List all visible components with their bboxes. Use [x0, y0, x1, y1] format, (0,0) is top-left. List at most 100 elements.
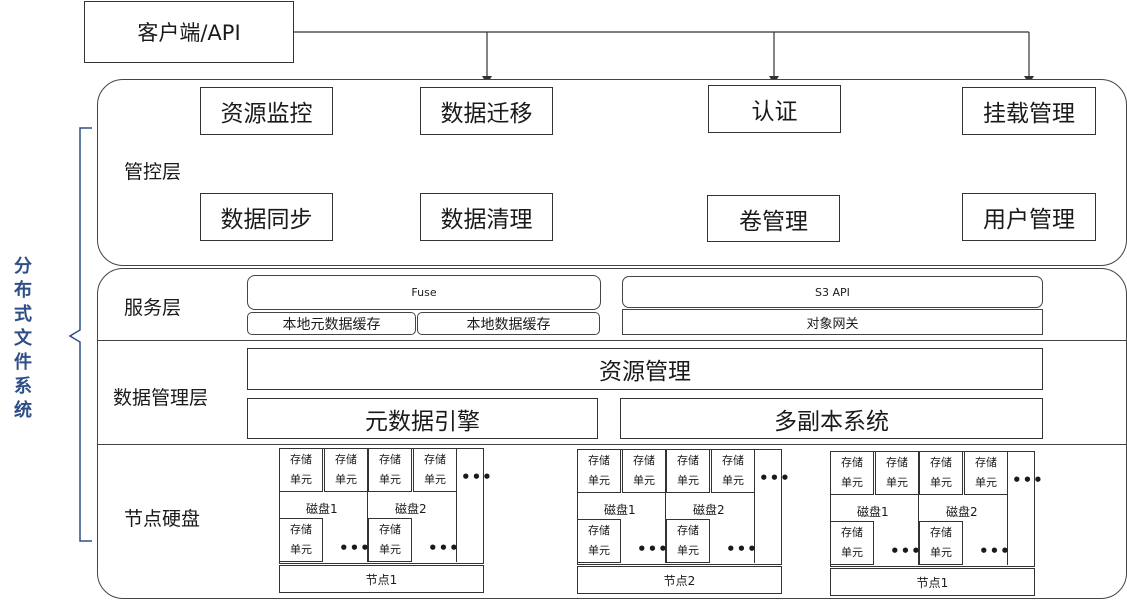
ellipsis: •••: [339, 539, 371, 557]
storage-unit-line: 存储: [677, 454, 699, 467]
module-auth: 认证: [708, 85, 841, 133]
storage-unit: 存储单元: [964, 451, 1008, 495]
storage-unit-line: 单元: [722, 474, 744, 487]
storage-unit-line: 单元: [886, 476, 908, 489]
metadata-engine-box: 元数据引擎: [247, 398, 598, 439]
node-box: 节点1: [279, 565, 484, 593]
storage-unit-line: 单元: [379, 473, 401, 486]
storage-unit: 存储单元: [919, 521, 963, 565]
module-data-cleanup: 数据清理: [420, 193, 553, 241]
storage-unit-line: 单元: [841, 546, 863, 559]
storage-unit: 存储单元: [919, 451, 963, 495]
storage-unit-line: 单元: [841, 476, 863, 489]
storage-unit-line: 存储: [335, 453, 357, 466]
disk-label: 磁盘2: [946, 505, 978, 519]
storage-unit-line: 存储: [379, 453, 401, 466]
storage-unit: 存储单元: [577, 519, 621, 563]
replica-system-box: 多副本系统: [620, 398, 1043, 439]
module-data-migration: 数据迁移: [420, 87, 553, 135]
local-meta-cache-box: 本地元数据缓存: [247, 312, 416, 335]
ellipsis: •••: [637, 540, 669, 558]
storage-unit-line: 存储: [290, 523, 312, 536]
disk-region: [279, 448, 368, 562]
object-gateway-box: 对象网关: [622, 309, 1043, 335]
disk-label: 磁盘1: [604, 503, 636, 517]
storage-unit-line: 存储: [930, 456, 952, 469]
storage-unit-line: 存储: [588, 454, 610, 467]
storage-unit-line: 存储: [633, 454, 655, 467]
node-label: 节点1: [365, 572, 398, 587]
storage-unit: 存储单元: [711, 449, 755, 493]
left-brace: [68, 127, 92, 542]
module-mount-mgmt: 挂载管理: [962, 87, 1096, 135]
storage-unit-line: 单元: [588, 544, 610, 557]
storage-unit-line: 存储: [424, 453, 446, 466]
ellipsis: •••: [890, 542, 922, 560]
storage-unit-line: 存储: [588, 524, 610, 537]
module-user-mgmt: 用户管理: [962, 193, 1096, 241]
s3-api-box: S3 API: [622, 276, 1043, 308]
storage-unit: 存储单元: [875, 451, 919, 495]
fuse-box: Fuse: [247, 275, 601, 310]
client-api-label: 客户端/API: [137, 21, 241, 45]
module-resource-monitor: 资源监控: [200, 87, 333, 135]
storage-unit-line: 单元: [290, 473, 312, 486]
storage-unit: 存储单元: [830, 521, 874, 565]
service-layer-label: 服务层: [124, 297, 182, 319]
disk-region: [830, 451, 919, 565]
data-mgmt-layer-label: 数据管理层: [113, 387, 209, 409]
storage-unit-line: 存储: [841, 456, 863, 469]
storage-unit-line: 存储: [930, 526, 952, 539]
disk-label: 磁盘1: [306, 502, 338, 516]
disk-region: [368, 448, 457, 562]
ellipsis: •••: [979, 542, 1011, 560]
storage-unit-line: 存储: [290, 453, 312, 466]
storage-unit-line: 单元: [335, 473, 357, 486]
node-label: 节点1: [916, 575, 949, 590]
storage-unit-line: 单元: [975, 476, 997, 489]
storage-unit-line: 存储: [379, 523, 401, 536]
storage-unit: 存储单元: [324, 448, 368, 492]
ellipsis: •••: [759, 469, 791, 487]
ellipsis: •••: [726, 540, 758, 558]
storage-unit-line: 单元: [424, 473, 446, 486]
node-label: 节点2: [663, 573, 696, 588]
node-box: 节点1: [830, 568, 1035, 596]
client-api-box: 客户端/API: [84, 1, 294, 63]
node-disk-layer-label: 节点硬盘: [124, 508, 201, 530]
disk-region: [577, 449, 666, 563]
storage-unit-line: 存储: [722, 454, 744, 467]
ellipsis: •••: [1012, 471, 1044, 489]
storage-unit-line: 单元: [588, 474, 610, 487]
storage-unit: 存储单元: [666, 519, 710, 563]
local-data-cache-box: 本地数据缓存: [417, 312, 600, 335]
storage-unit: 存储单元: [279, 448, 323, 492]
ellipsis: •••: [428, 539, 460, 557]
disk-label: 磁盘1: [857, 505, 889, 519]
storage-unit-line: 存储: [886, 456, 908, 469]
storage-unit: 存储单元: [279, 518, 323, 562]
storage-unit-line: 单元: [930, 546, 952, 559]
module-data-sync: 数据同步: [200, 193, 333, 241]
storage-unit-line: 存储: [841, 526, 863, 539]
storage-unit: 存储单元: [413, 448, 457, 492]
resource-mgmt-box: 资源管理: [247, 348, 1043, 390]
node-box: 节点2: [577, 566, 782, 594]
storage-unit-line: 单元: [379, 543, 401, 556]
divider-data-node: [97, 444, 1127, 445]
storage-unit-line: 存储: [677, 524, 699, 537]
storage-unit-line: 单元: [633, 474, 655, 487]
storage-unit: 存储单元: [368, 448, 412, 492]
ellipsis: •••: [461, 468, 493, 486]
storage-unit: 存储单元: [368, 518, 412, 562]
control-layer-label: 管控层: [124, 161, 182, 183]
storage-unit: 存储单元: [666, 449, 710, 493]
storage-unit: 存储单元: [577, 449, 621, 493]
system-title: 分布式文件系统: [14, 256, 32, 421]
storage-unit-line: 单元: [290, 543, 312, 556]
divider-service-data: [97, 340, 1127, 341]
